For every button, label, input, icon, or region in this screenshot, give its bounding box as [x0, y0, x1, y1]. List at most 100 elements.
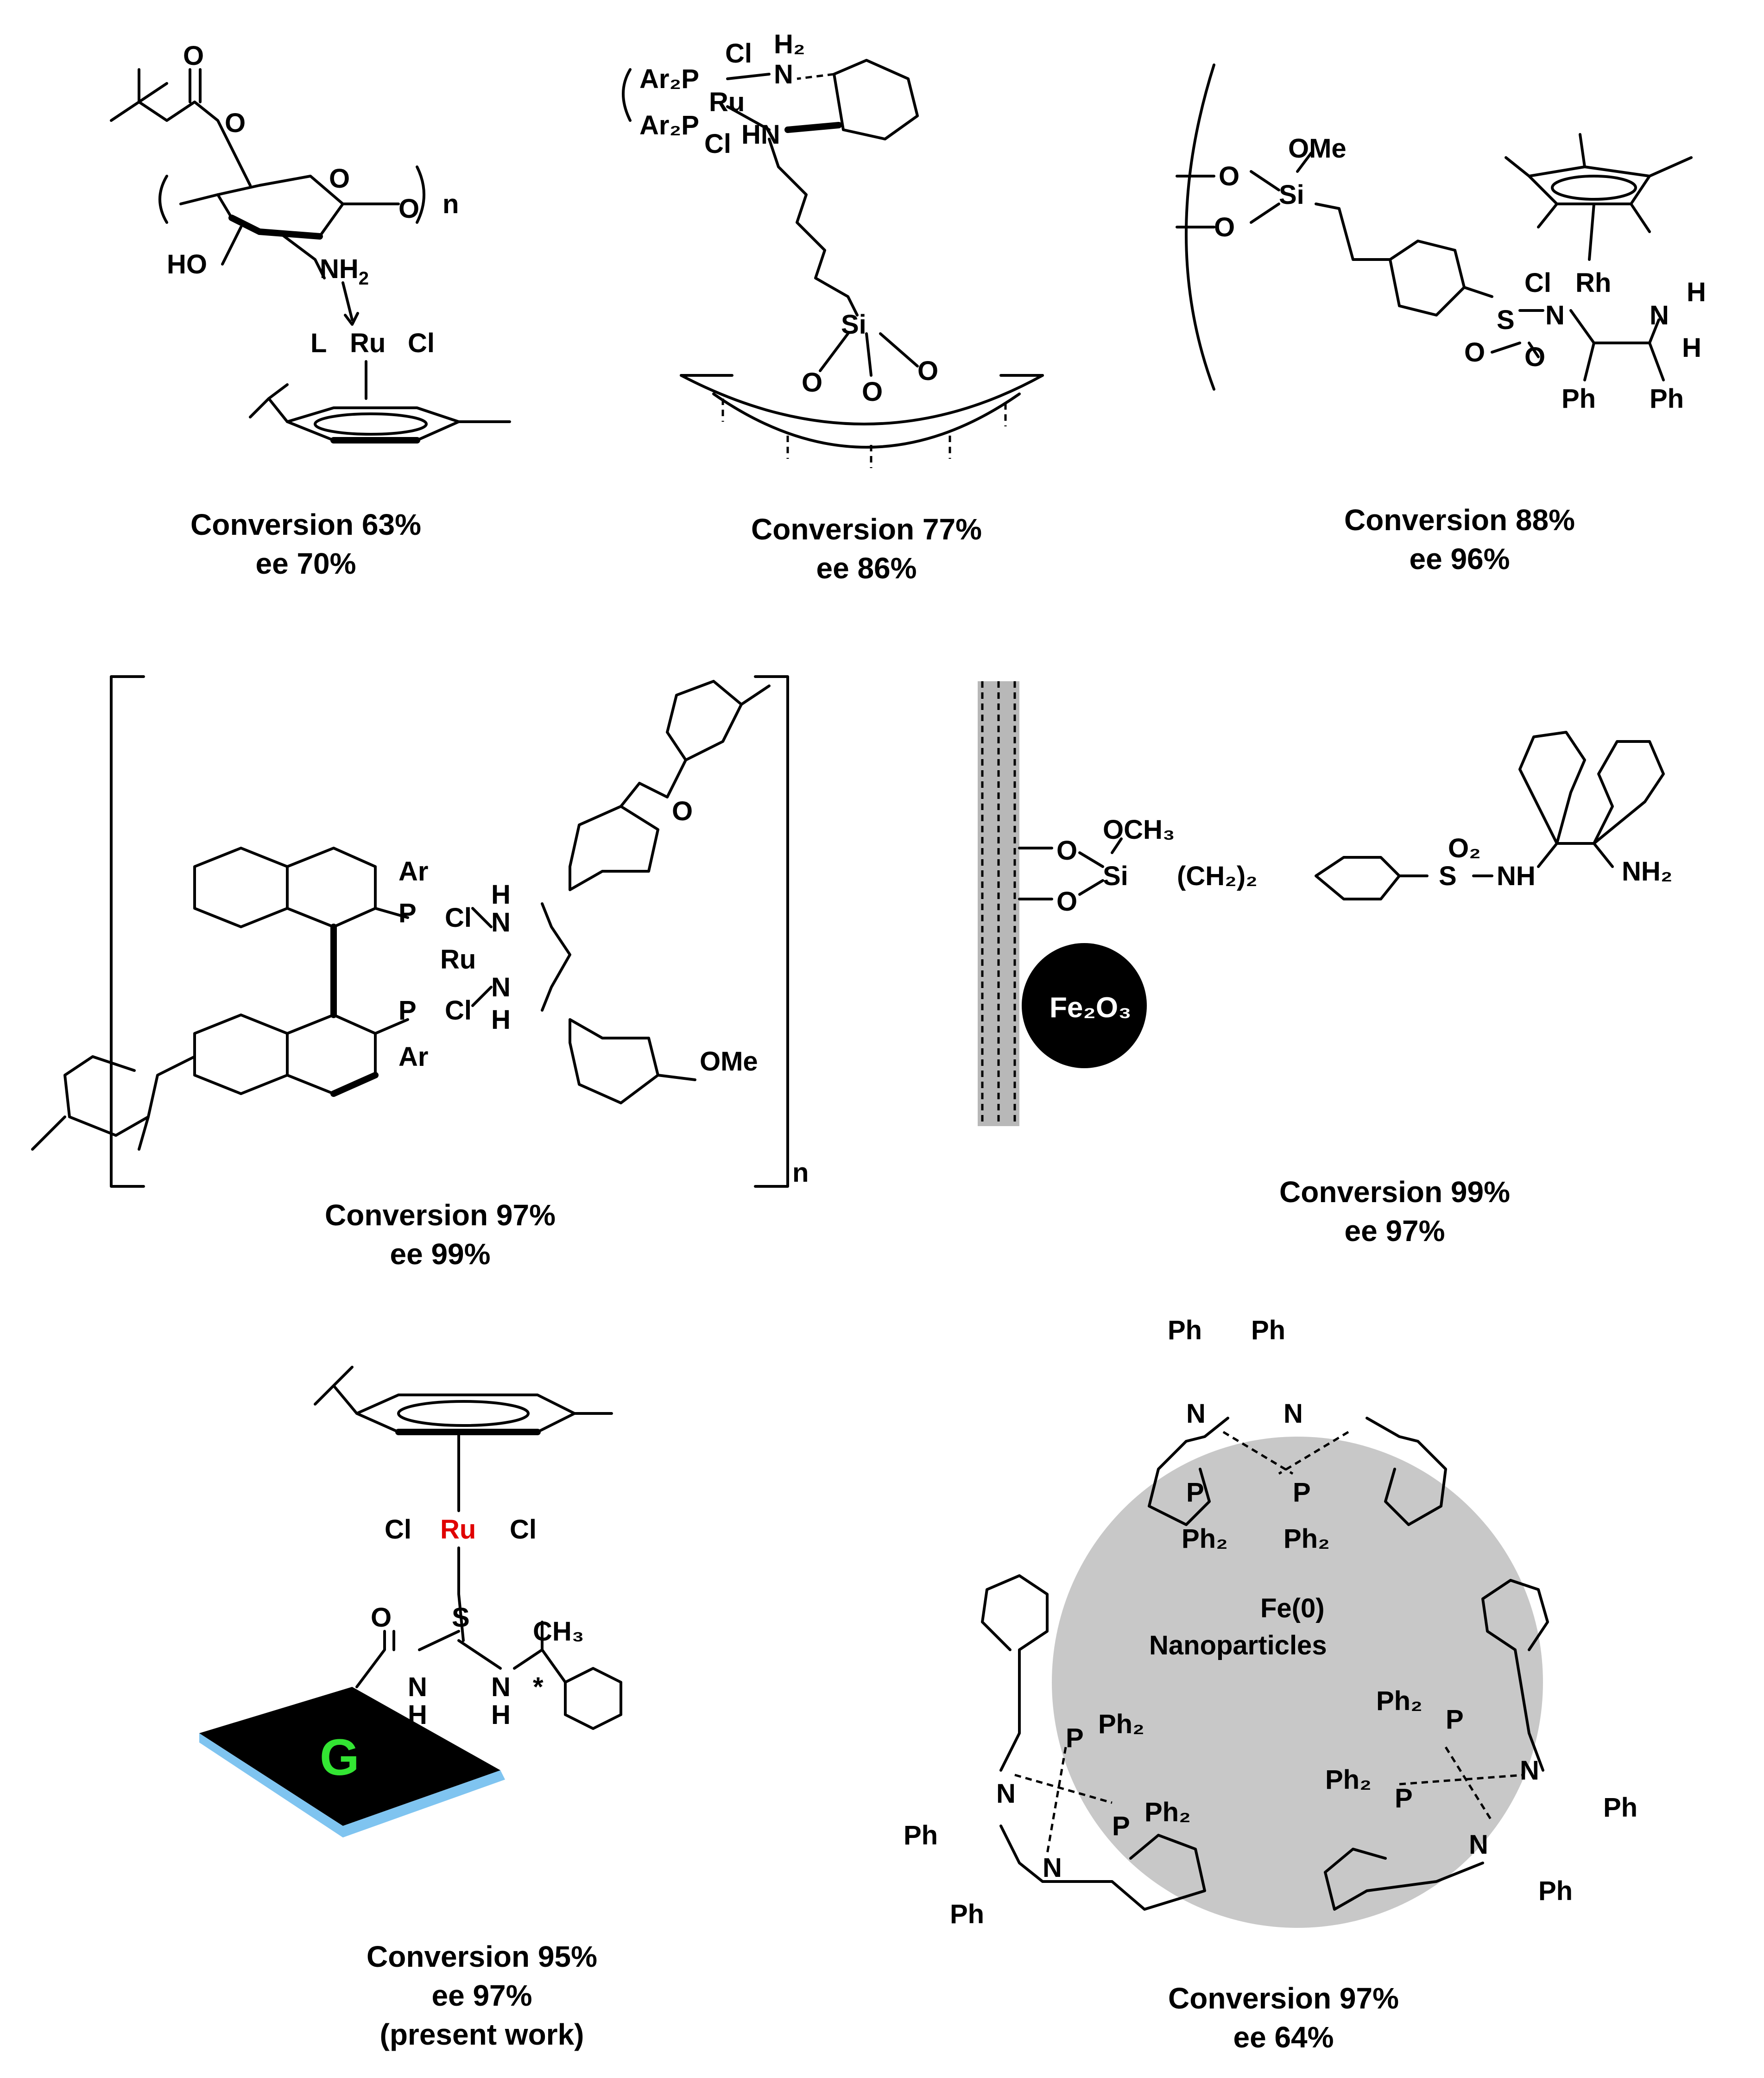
- graphene-label: G: [320, 1729, 360, 1786]
- atom-n-3: N: [996, 1779, 1016, 1809]
- conversion-label: Conversion 63%: [190, 508, 421, 541]
- atom-si: Si: [1103, 861, 1128, 891]
- atom-n-sulfonyl: N: [1545, 300, 1565, 330]
- atom-n-2: N: [1283, 1399, 1303, 1429]
- atom-n: N: [774, 59, 793, 89]
- chiral-star: *: [533, 1672, 544, 1702]
- core-label-line2: Nanoparticles: [1149, 1630, 1327, 1660]
- atom-n-amine: N: [1650, 300, 1669, 330]
- ee-label: ee 64%: [1233, 2021, 1334, 2054]
- atom-n-right: N: [491, 1672, 511, 1702]
- atom-o3: O: [329, 164, 350, 194]
- atom-h1: H: [1687, 277, 1706, 307]
- caption-graphene-ru-thiourea: Conversion 95% ee 97% (present work): [273, 1937, 690, 2054]
- atom-ar-bottom: Ar: [398, 1042, 428, 1072]
- atom-o-s2: O: [1524, 342, 1545, 372]
- subscript-n: n: [792, 1158, 809, 1188]
- ee-label: ee 86%: [816, 551, 917, 585]
- atom-ru: Ru: [709, 87, 745, 117]
- present-work-note: (present work): [379, 2018, 584, 2051]
- atom-ph2-2: Ph₂: [1283, 1524, 1330, 1554]
- atom-p-top: P: [398, 898, 417, 928]
- atom-ph-2: Ph: [1251, 1315, 1285, 1345]
- atom-rh: Rh: [1575, 268, 1611, 298]
- atom-l: L: [310, 328, 327, 358]
- atom-s: S: [452, 1603, 470, 1633]
- structure-chitosan-ru: O O O O n HO NH2 L Ru Cl: [110, 41, 511, 443]
- caption-fe2o3-tsdpen: Conversion 99% ee 97%: [1186, 1172, 1603, 1250]
- atom-ar2p-bottom: Ar₂P: [639, 110, 699, 140]
- atom-o4: O: [398, 194, 419, 224]
- atom-o1: O: [183, 41, 204, 71]
- conversion-label: Conversion 97%: [1168, 1982, 1399, 2015]
- atom-p-3: P: [1066, 1723, 1084, 1753]
- atom-p-6: P: [1395, 1783, 1413, 1813]
- atom-ome: OMe: [700, 1046, 758, 1077]
- ee-label: ee 99%: [390, 1237, 491, 1271]
- atom-ch2-chain: (CH₂)₂: [1177, 861, 1258, 891]
- atom-o-s1: O: [1464, 337, 1485, 367]
- atom-o-bottom: O: [1056, 887, 1077, 917]
- atom-s: S: [1497, 305, 1515, 335]
- atom-cl-top: Cl: [445, 903, 472, 933]
- atom-ph2-4: Ph₂: [1144, 1797, 1191, 1827]
- atom-cl: Cl: [408, 328, 435, 358]
- atom-ph-3: Ph: [904, 1820, 938, 1850]
- ee-label: ee 70%: [255, 547, 356, 580]
- atom-ph2-1: Ph₂: [1182, 1524, 1228, 1554]
- atom-ru: Ru: [440, 944, 476, 975]
- atom-ph2-6: Ph₂: [1325, 1765, 1372, 1795]
- atom-p-bottom: P: [398, 995, 417, 1026]
- atom-h-right: H: [491, 1700, 511, 1730]
- atom-o-right: O: [917, 356, 938, 386]
- fe2o3-label: Fe₂O₃: [1050, 992, 1132, 1024]
- atom-p-1: P: [1186, 1477, 1204, 1508]
- caption-silica-ru-diamine: Conversion 77% ee 86%: [658, 510, 1075, 588]
- atom-n-4: N: [1043, 1853, 1062, 1883]
- atom-p-4: P: [1112, 1811, 1130, 1841]
- atom-o-ether: O: [672, 796, 693, 826]
- atom-cl-right: Cl: [510, 1514, 537, 1545]
- atom-ome: OMe: [1288, 133, 1347, 164]
- conversion-label: Conversion 99%: [1279, 1175, 1510, 1209]
- atom-och3: OCH₃: [1103, 815, 1175, 845]
- caption-chitosan-ru: Conversion 63% ee 70%: [97, 505, 514, 583]
- structure-silica-rh-tsdpen: OMe Si O O S O O N Cl Rh N H H Ph Ph: [1176, 63, 1706, 414]
- conversion-label: Conversion 95%: [367, 1940, 597, 1973]
- structure-fe2o3-tsdpen: Fe₂O₃ O O OCH₃ Si (CH₂)₂ O₂ S NH NH₂: [978, 681, 1673, 1126]
- atom-ph-6: Ph: [1538, 1876, 1573, 1906]
- atom-cl-bottom: Cl: [445, 995, 472, 1026]
- atom-h-bottom: H: [491, 1005, 511, 1035]
- atom-o-left: O: [802, 367, 822, 398]
- atom-ch3: CH₃: [533, 1616, 584, 1647]
- atom-ph2-3: Ph₂: [1098, 1709, 1144, 1739]
- atom-ph1: Ph: [1562, 384, 1596, 414]
- atom-nh: NH: [1497, 861, 1536, 891]
- atom-o-top: O: [1056, 836, 1077, 866]
- fe2o3-particle: [1022, 943, 1147, 1068]
- atom-nh2: NH₂: [1622, 856, 1673, 887]
- atom-o-mid: O: [862, 377, 883, 407]
- atom-ru-highlight: Ru: [440, 1514, 476, 1545]
- structure-polymer-binap-ru: Ar P P Ar Ru Cl Cl H N N H O OMe n: [31, 675, 809, 1188]
- caption-silica-rh-tsdpen: Conversion 88% ee 96%: [1251, 500, 1668, 578]
- atom-s: S: [1439, 861, 1457, 891]
- atom-hn: HN: [741, 120, 780, 150]
- atom-p-5: P: [1446, 1704, 1464, 1735]
- atom-ph-1: Ph: [1168, 1315, 1202, 1345]
- atom-ar-top: Ar: [398, 856, 428, 887]
- atom-n-bottom: N: [491, 972, 511, 1002]
- atom-p-2: P: [1293, 1477, 1311, 1508]
- atom-h-top: H: [491, 880, 511, 910]
- atom-ph2: Ph: [1650, 384, 1684, 414]
- atom-cl-top: Cl: [725, 38, 752, 69]
- atom-cl: Cl: [1524, 268, 1551, 298]
- atom-h2: H₂: [774, 29, 805, 59]
- caption-fe-nanoparticles: Conversion 97% ee 64%: [1075, 1979, 1492, 2057]
- ee-label: ee 96%: [1409, 542, 1510, 576]
- atom-o: O: [371, 1603, 392, 1633]
- atom-ru: Ru: [350, 328, 386, 358]
- structure-silica-ru-diamine: Ar₂P Ar₂P Cl Ru Cl H₂ N HN Si O O O: [622, 29, 1044, 468]
- atom-ar2p-top: Ar₂P: [639, 64, 699, 94]
- atom-si: Si: [1279, 180, 1304, 210]
